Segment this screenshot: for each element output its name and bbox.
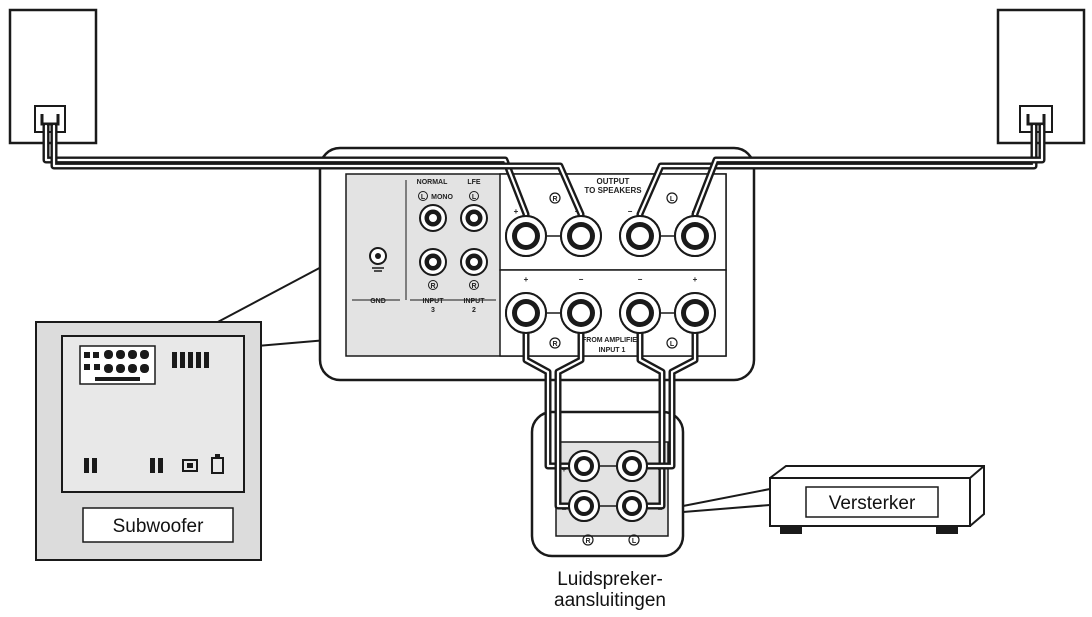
svg-text:L: L	[670, 196, 675, 203]
gnd-label: GND	[370, 298, 386, 305]
subwoofer-label: Subwoofer	[113, 516, 205, 537]
svg-text:3: 3	[431, 307, 435, 314]
input3-l-jack[interactable]	[419, 204, 447, 232]
input2-r-jack[interactable]	[460, 248, 488, 276]
svg-text:R: R	[430, 283, 435, 290]
amplifier-label: Versterker	[829, 493, 916, 514]
rear-panel-zoom: GND NORMAL LFE L MONO L R R INPUT 3 INPU…	[318, 146, 756, 382]
input3-r-jack[interactable]	[419, 248, 447, 276]
input3-label: INPUT	[423, 298, 445, 305]
speaker-terminals-label-line2: aansluitingen	[554, 590, 666, 611]
amplifier-unit: Versterker	[769, 465, 985, 534]
input2-l-jack[interactable]	[460, 204, 488, 232]
svg-text:TO SPEAKERS: TO SPEAKERS	[584, 186, 642, 195]
normal-label: NORMAL	[417, 179, 448, 186]
speaker-terminals-label-line1: Luidspreker-	[557, 569, 663, 590]
left-speaker	[8, 8, 98, 145]
svg-text:INPUT 1: INPUT 1	[599, 347, 626, 354]
input2-label: INPUT	[464, 298, 486, 305]
svg-text:R: R	[471, 283, 476, 290]
svg-text:+: +	[514, 207, 519, 216]
mono-label: MONO	[431, 194, 453, 201]
svg-text:+: +	[524, 275, 529, 284]
gnd-terminal-icon	[369, 247, 387, 272]
svg-text:R: R	[552, 196, 557, 203]
svg-text:−: −	[628, 207, 633, 216]
lfe-label: LFE	[467, 179, 481, 186]
amplifier-cables	[522, 318, 699, 510]
svg-text:−: −	[579, 275, 584, 284]
subwoofer-unit: Subwoofer	[35, 321, 262, 561]
svg-text:L: L	[472, 194, 477, 201]
svg-text:L: L	[670, 341, 675, 348]
from-amplifier-label: FROM AMPLIFIER	[582, 337, 642, 344]
svg-text:2: 2	[472, 307, 476, 314]
svg-text:L: L	[632, 538, 637, 545]
svg-text:−: −	[638, 275, 643, 284]
svg-text:R: R	[552, 341, 557, 348]
svg-text:L: L	[421, 194, 426, 201]
output-label: OUTPUT	[597, 177, 630, 186]
svg-text:R: R	[585, 538, 590, 545]
svg-text:+: +	[693, 275, 698, 284]
